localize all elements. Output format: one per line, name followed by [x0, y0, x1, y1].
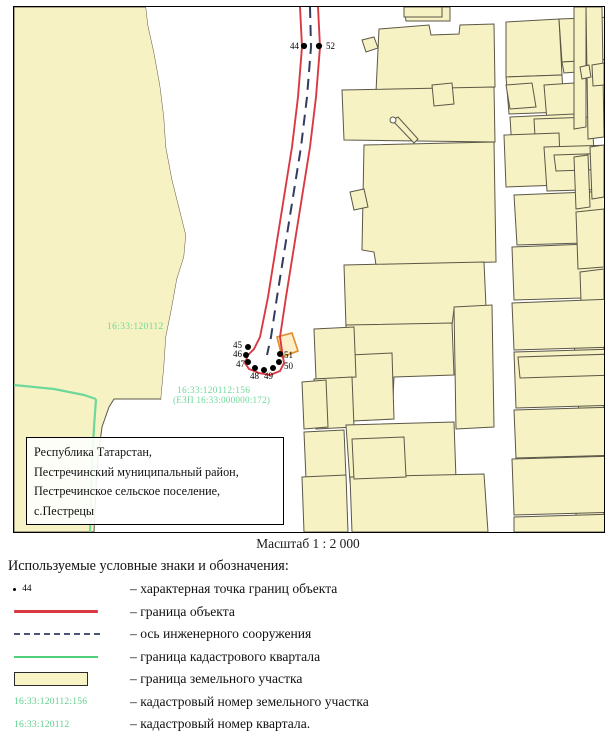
point-label-45: 45 [233, 340, 243, 350]
legend-symbol-quarter-number: 16:33:120112 [8, 713, 130, 735]
parcel-swatch-icon [14, 672, 88, 687]
legend-item-point: 44 – характерная точка границ объекта [8, 578, 608, 601]
legend-desc-parcel-number: – кадастровый номер земельного участка [130, 693, 369, 709]
red-line-icon [14, 610, 98, 614]
legend-desc-engineering-axis: – ось инженерного сооружения [130, 626, 312, 642]
legend-desc-quarter-boundary: – граница кадастрового квартала [130, 648, 321, 664]
legend-symbol-parcel-number: 16:33:120112:156 [8, 691, 130, 713]
address-line-region: Республика Татарстан, [34, 445, 152, 459]
legend-item-parcel-boundary: – граница земельного участка [8, 668, 608, 691]
engineering-axis-line [266, 7, 313, 356]
point-dot-icon [13, 587, 17, 591]
legend-title: Используемые условные знаки и обозначени… [8, 558, 289, 574]
boundary-point-labels: 44 52 45 46 47 48 49 50 51 [233, 41, 335, 381]
address-line-village: с.Пестрецы [34, 503, 95, 518]
point-label-47: 47 [236, 359, 246, 369]
quarter-boundary-line-upper [14, 383, 97, 401]
parcel-ezp-label: (ЕЗП 16:33:000000:172) [173, 395, 270, 405]
legend-desc-parcel-boundary: – граница земельного участка [130, 671, 303, 687]
dashed-line-icon [14, 633, 100, 636]
address-line-district: Пестречинский муниципальный район, [34, 464, 239, 479]
parcel-group-left [14, 7, 314, 532]
point-label-48: 48 [250, 371, 260, 381]
quarter-number-label: 16:33:120112 [107, 321, 164, 332]
legend-item-engineering-axis: – ось инженерного сооружения [8, 623, 608, 646]
legend: Используемые условные знаки и обозначени… [8, 558, 608, 736]
parcel-group-lower-right [511, 298, 604, 532]
legend-desc-point: – характерная точка границ объекта [130, 581, 338, 597]
green-line-icon [14, 655, 98, 658]
legend-symbol-parcel-swatch [8, 668, 130, 690]
parcel-number-label: 16:33:120112:156 [177, 386, 250, 396]
address-line-settlement: Пестречинское сельское поселение, [34, 484, 221, 498]
parcel-group-lower-center [301, 188, 495, 532]
point-label-49: 49 [264, 371, 274, 381]
point-label-50: 50 [284, 361, 294, 371]
boundary-point-markers [243, 42, 323, 373]
legend-desc-quarter-number: – кадастровый номер квартала. [130, 716, 311, 732]
legend-quarter-number-sample: 16:33:120112 [14, 718, 70, 730]
scale-label: Масштаб 1 : 2 000 [256, 536, 360, 551]
legend-item-object-boundary: – граница объекта [8, 601, 608, 624]
legend-symbol-green-line [8, 646, 130, 668]
address-box: Республика Татарстан, Пестречинский муни… [26, 437, 284, 525]
point-label-51: 51 [284, 350, 293, 360]
legend-item-parcel-number: 16:33:120112:156 – кадастровый номер зем… [8, 691, 608, 714]
point-label-46: 46 [233, 349, 243, 359]
legend-parcel-number-sample: 16:33:120112:156 [14, 696, 88, 708]
legend-symbol-red-line [8, 601, 130, 623]
legend-symbol-point: 44 [8, 578, 130, 600]
point-label-52: 52 [326, 41, 335, 51]
object-boundary-polyline [243, 7, 321, 376]
parcel-group-right-upper [341, 7, 497, 266]
legend-symbol-dashed-line [8, 623, 130, 645]
point-label-44: 44 [290, 41, 300, 51]
legend-item-quarter-number: 16:33:120112 – кадастровый номер квартал… [8, 713, 608, 736]
legend-desc-object-boundary: – граница объекта [130, 603, 235, 619]
legend-item-quarter-boundary: – граница кадастрового квартала [8, 646, 608, 669]
legend-point-sample: 44 [22, 584, 32, 595]
